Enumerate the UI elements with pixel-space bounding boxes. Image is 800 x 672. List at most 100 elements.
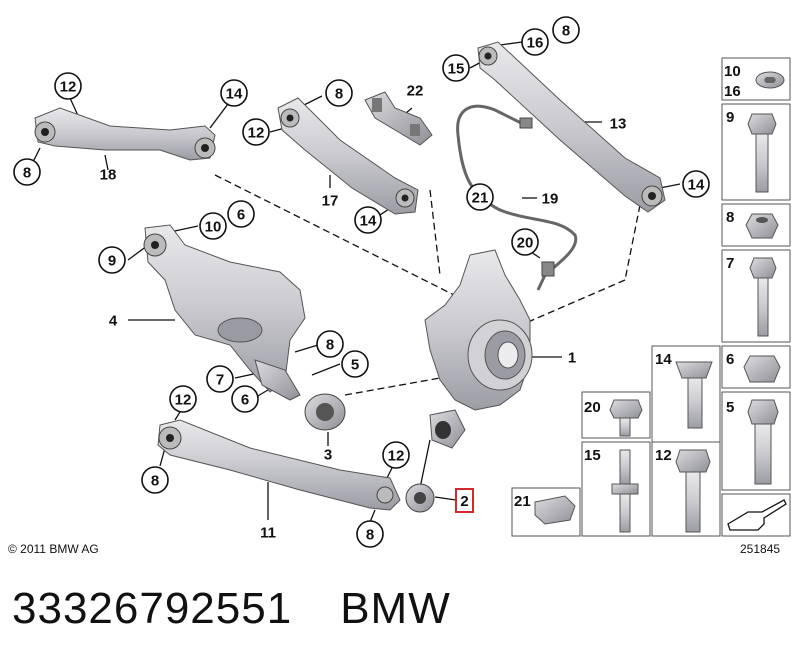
callout-c12c: 12 (169, 385, 197, 413)
part-label-p18: 18 (100, 167, 117, 184)
hardware-cell-8 (721, 203, 791, 247)
callout-label: 12 (388, 448, 405, 465)
callout-circle (199, 212, 227, 240)
callout-c14b: 14 (354, 206, 382, 234)
callout-c8a: 8 (13, 158, 41, 186)
callout-circle (206, 365, 234, 393)
part-label-p1: 1 (568, 350, 576, 367)
callout-c22: 22 (407, 83, 424, 100)
direction-arrow-icon (727, 499, 787, 531)
lower-control-arm-11 (157, 419, 401, 511)
part-label-p11: 11 (260, 525, 276, 542)
callout-circle (511, 228, 539, 256)
hardware-cell-6 (721, 345, 791, 389)
callout-circle (466, 183, 494, 211)
part-number: 33326792551 (12, 584, 293, 633)
callout-label: 6 (241, 392, 249, 409)
callout-circle (316, 330, 344, 358)
svg-text:21: 21 (514, 493, 531, 510)
highlighted-label-text: 2 (460, 493, 468, 510)
callout-c8f: 8 (356, 520, 384, 548)
callout-circle (231, 385, 259, 413)
callout-label: 12 (248, 125, 265, 142)
hardware-drawings (534, 71, 787, 533)
callout-c12d: 12 (382, 441, 410, 469)
part-caption: 33326792551 BMW (12, 584, 451, 634)
brand-name: BMW (340, 584, 451, 633)
callout-circle (169, 385, 197, 413)
callout-circle (54, 72, 82, 100)
callout-label: 9 (108, 253, 116, 270)
callout-label: 14 (360, 213, 377, 230)
hardware-cell-9 (721, 103, 791, 201)
callout-circle (13, 158, 41, 186)
callout-label: 20 (517, 235, 534, 252)
callout-label: 6 (237, 207, 245, 224)
highlighted-part-label[interactable]: 2 (455, 488, 474, 513)
part-label-p3: 3 (324, 447, 332, 464)
hardware-cell-15 (581, 441, 651, 537)
leader-lines (32, 41, 681, 523)
callout-circle (521, 28, 549, 56)
svg-text:20: 20 (584, 399, 601, 416)
svg-text:10: 10 (724, 63, 741, 80)
svg-text:12: 12 (655, 447, 672, 464)
callout-label: 12 (60, 79, 77, 96)
callout-circle (227, 200, 255, 228)
callout-label: 15 (448, 61, 465, 78)
wheel-carrier-1 (424, 249, 533, 449)
wheel-speed-sensor-19 (456, 104, 578, 291)
svg-text:14: 14 (655, 351, 672, 368)
callout-label: 14 (688, 177, 705, 194)
callout-c15: 15 (442, 54, 470, 82)
callout-c6a: 6 (227, 200, 255, 228)
callout-label: 14 (226, 86, 243, 103)
svg-text:16: 16 (724, 83, 741, 100)
callout-circle (552, 16, 580, 44)
callout-label: 16 (527, 35, 544, 52)
callout-label: 8 (326, 337, 334, 354)
callout-c7: 7 (206, 365, 234, 393)
callout-c8e: 8 (141, 466, 169, 494)
callout-circle (220, 79, 248, 107)
callout-circle (98, 246, 126, 274)
hardware-cell-10-16 (721, 57, 791, 101)
callout-circle (382, 441, 410, 469)
callout-c10: 10 (199, 212, 227, 240)
callout-circle (682, 170, 710, 198)
callout-label: 21 (472, 190, 489, 207)
callout-c8d: 8 (316, 330, 344, 358)
svg-text:8: 8 (726, 209, 734, 226)
callout-label: 22 (407, 83, 424, 100)
callout-label: 8 (335, 86, 343, 103)
callout-c20: 20 (511, 228, 539, 256)
callout-c12b: 12 (242, 118, 270, 146)
bushing-2 (405, 483, 435, 513)
callout-circle (325, 79, 353, 107)
callout-label: 8 (23, 165, 31, 182)
callout-circle (442, 54, 470, 82)
callout-circle (341, 350, 369, 378)
part-label-p19: 19 (542, 191, 559, 208)
hardware-labels: 10 16 9 8 7 14 6 20 5 15 12 21 (514, 63, 741, 510)
callout-c14a: 14 (220, 79, 248, 107)
part-label-p17: 17 (322, 193, 339, 210)
callout-circle (356, 520, 384, 548)
callout-c21: 21 (466, 183, 494, 211)
callout-c8c: 8 (552, 16, 580, 44)
svg-text:15: 15 (584, 447, 601, 464)
callout-c5: 5 (341, 350, 369, 378)
hardware-cell-21 (511, 487, 581, 537)
toe-arm-13 (477, 41, 666, 213)
callout-c6b: 6 (231, 385, 259, 413)
hardware-cell-arrow (721, 493, 791, 537)
callout-label: 5 (351, 357, 359, 374)
svg-text:6: 6 (726, 351, 734, 368)
callout-c16: 16 (521, 28, 549, 56)
upper-control-arm-18 (34, 107, 216, 161)
callout-circle (354, 206, 382, 234)
hardware-cell-12 (651, 441, 721, 537)
